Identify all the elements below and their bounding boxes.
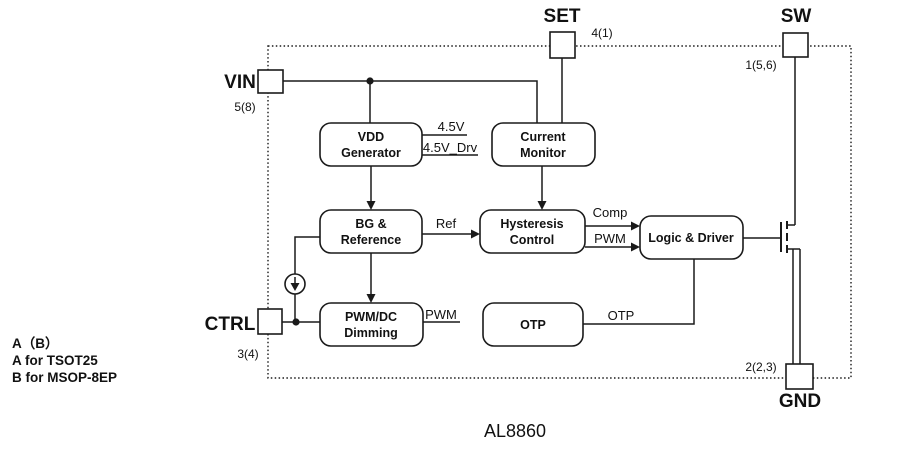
wire-vin-rail <box>283 80 538 123</box>
note-package-variants: A（B） <box>12 336 59 351</box>
block-current-monitor <box>491 122 596 167</box>
block-vdd-generator <box>319 122 423 167</box>
signal-otp-label: OTP <box>608 308 635 323</box>
note-package-a: A for TSOT25 <box>12 353 98 368</box>
chip-name: AL8860 <box>484 421 546 441</box>
arrowhead-cm-to-hysteresis <box>537 201 547 210</box>
ic-boundary <box>267 45 852 379</box>
arrowhead-bg-to-dimming <box>366 294 376 303</box>
pin-sw-number: 1(5,6) <box>745 58 776 72</box>
arrowhead-comp <box>631 221 640 231</box>
pin-set-number: 4(1) <box>591 26 612 40</box>
pin-sw-label: SW <box>781 6 812 27</box>
pin-set-box <box>549 31 576 59</box>
signal-4v5-drv-label: 4.5V_Drv <box>423 140 478 155</box>
block-hysteresis-control-label2: Control <box>510 233 554 247</box>
block-otp-label: OTP <box>520 318 546 332</box>
block-logic-driver-label: Logic & Driver <box>648 231 734 245</box>
arrowhead-vdd-to-bg <box>366 201 376 210</box>
current-source-icon <box>284 273 306 295</box>
pin-ctrl-label: CTRL <box>205 314 256 335</box>
block-pwm-dc-dimming <box>319 302 424 347</box>
pin-vin-box <box>257 69 284 94</box>
block-logic-driver <box>639 215 744 260</box>
mosfet-icon <box>743 221 801 364</box>
pin-sw-box <box>782 32 809 58</box>
junction-dot-ctrl <box>292 318 300 326</box>
arrowhead-ref <box>471 229 480 239</box>
block-bg-reference-label2: Reference <box>341 233 401 247</box>
block-otp <box>482 302 584 347</box>
block-bg-reference-label1: BG & <box>355 217 386 231</box>
pin-ctrl-box <box>257 308 283 335</box>
pin-vin-number: 5(8) <box>234 100 255 114</box>
pin-set-label: SET <box>544 6 581 27</box>
block-hysteresis-control <box>479 209 586 254</box>
block-bg-reference <box>319 209 423 254</box>
block-pwm-dc-dimming-label2: Dimming <box>344 326 397 340</box>
junction-dot-vin <box>366 77 374 85</box>
signal-4v5-label: 4.5V <box>438 119 465 134</box>
signal-comp-label: Comp <box>593 205 628 220</box>
pin-vin-label: VIN <box>224 72 256 93</box>
block-vdd-generator-label2: Generator <box>341 146 401 160</box>
block-current-monitor-label1: Current <box>520 130 566 144</box>
signal-pwm-out-label: PWM <box>425 307 457 322</box>
pin-gnd-number: 2(2,3) <box>745 360 776 374</box>
block-hysteresis-control-label1: Hysteresis <box>500 217 563 231</box>
block-vdd-generator-label1: VDD <box>358 130 384 144</box>
wire-current-source-to-bg <box>294 236 320 274</box>
pin-ctrl-number: 3(4) <box>237 347 258 361</box>
signal-ref-label: Ref <box>436 216 457 231</box>
block-pwm-dc-dimming-label1: PWM/DC <box>345 310 397 324</box>
signal-pwm-in-label: PWM <box>594 231 626 246</box>
wire-otp <box>583 259 695 325</box>
arrowhead-pwm-in <box>631 242 640 252</box>
pin-gnd-box <box>785 363 814 390</box>
pin-gnd-label: GND <box>779 391 821 412</box>
note-package-b: B for MSOP-8EP <box>12 370 117 385</box>
block-current-monitor-label2: Monitor <box>520 146 566 160</box>
